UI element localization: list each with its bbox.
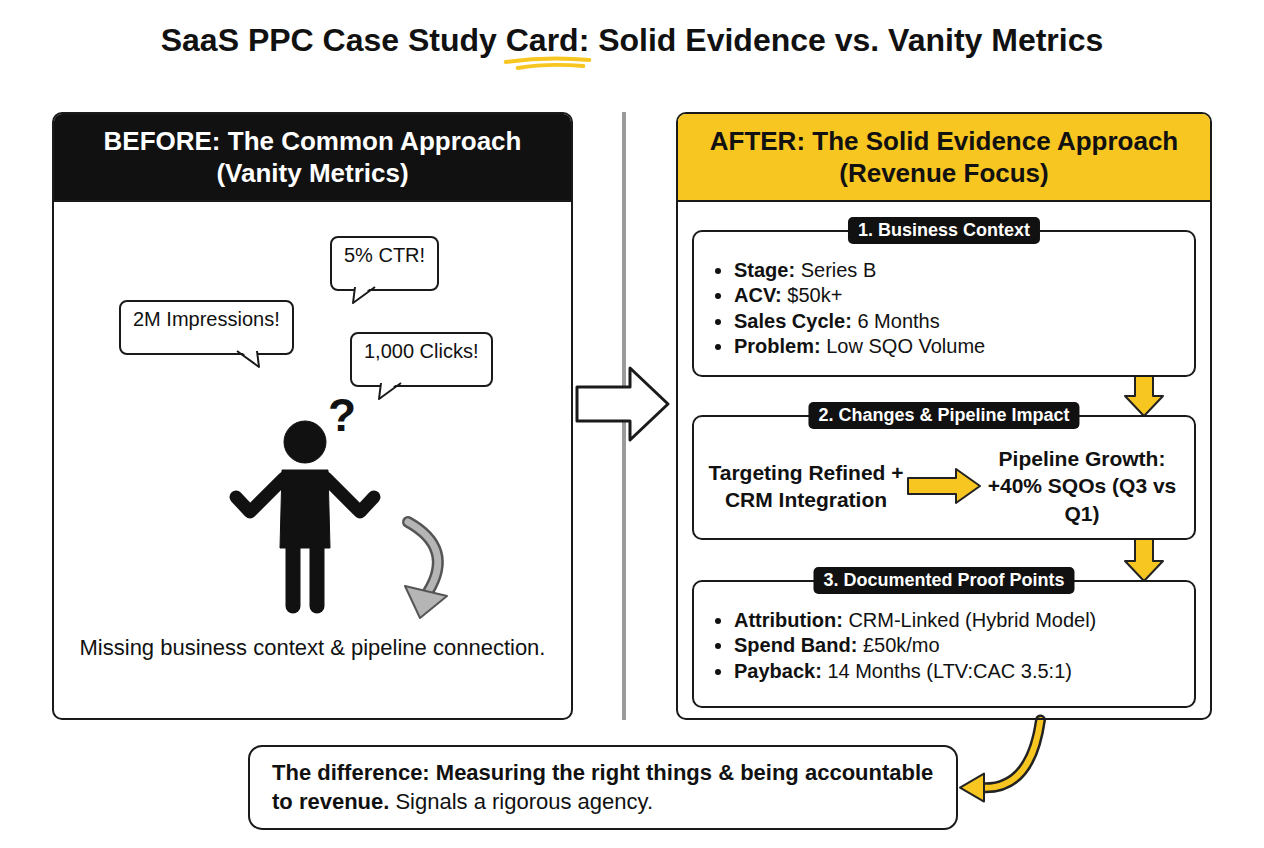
- item-key: Sales Cycle:: [734, 310, 852, 332]
- arrow-head: [960, 774, 984, 802]
- tail-outline: [353, 287, 375, 303]
- tail-fill: [379, 380, 401, 399]
- bullet-list: Attribution: CRM-Linked (Hybrid Model)Sp…: [694, 582, 1194, 694]
- arrow-shape: [908, 469, 980, 503]
- summary-box: The difference: Measuring the right thin…: [248, 745, 958, 830]
- bullet-item: Attribution: CRM-Linked (Hybrid Model): [734, 608, 1178, 633]
- tail-fill: [237, 348, 259, 367]
- section-box: 2. Changes & Pipeline ImpactTargeting Re…: [692, 415, 1196, 540]
- hollow-arrow: [577, 368, 668, 440]
- flow-text: Targeting Refined + CRM Integration: [706, 459, 906, 514]
- title-underline: [506, 58, 590, 68]
- bullet-item: Stage: Series B: [734, 258, 1178, 283]
- panel-note: Missing business context & pipeline conn…: [74, 634, 551, 663]
- bullet-list: Stage: Series BACV: $50k+Sales Cycle: 6 …: [694, 232, 1194, 370]
- tail-fill: [353, 284, 375, 303]
- bubble-tail: [237, 351, 261, 369]
- item-key: Spend Band:: [734, 634, 857, 656]
- speech-bubble: 5% CTR!: [330, 236, 439, 291]
- bubble-tail: [351, 287, 375, 305]
- bubble-text: 1,000 Clicks!: [364, 340, 479, 362]
- bullet-item: Sales Cycle: 6 Months: [734, 309, 1178, 334]
- item-key: Stage:: [734, 259, 795, 281]
- diagram-title: SaaS PPC Case Study Card: Solid Evidence…: [0, 22, 1264, 59]
- speech-bubble: 1,000 Clicks!: [350, 332, 493, 387]
- down-arrow-grey: [405, 522, 447, 618]
- bullet-item: ACV: $50k+: [734, 283, 1178, 308]
- tail-outline: [379, 383, 401, 399]
- fat-arrow: [1125, 376, 1163, 416]
- curve-fill: [980, 720, 1040, 788]
- connector: [1125, 539, 1163, 581]
- section-tab: 3. Documented Proof Points: [813, 567, 1074, 594]
- panel-header: AFTER: The Solid Evidence Approach (Reve…: [678, 114, 1210, 202]
- connector: [1125, 376, 1163, 416]
- item-key: Payback:: [734, 660, 822, 682]
- panel-card: AFTER: The Solid Evidence Approach (Reve…: [676, 112, 1212, 720]
- connector: [960, 720, 1040, 802]
- flow-row: Targeting Refined + CRM Integration Pipel…: [694, 417, 1194, 537]
- item-key: Problem:: [734, 335, 821, 357]
- section-tab: 2. Changes & Pipeline Impact: [808, 402, 1079, 429]
- panel-card: BEFORE: The Common Approach (Vanity Metr…: [52, 112, 573, 720]
- panel-header: BEFORE: The Common Approach (Vanity Metr…: [54, 114, 571, 202]
- flow-text: Pipeline Growth: +40% SQOs (Q3 vs Q1): [982, 445, 1182, 527]
- speech-bubble: 2M Impressions!: [119, 300, 294, 355]
- summary-text: Signals a rigorous agency.: [395, 789, 653, 814]
- tail-outline: [237, 351, 259, 367]
- section-box: 3. Documented Proof PointsAttribution: C…: [692, 580, 1196, 708]
- fat-arrow: [1125, 539, 1163, 581]
- bubble-text: 2M Impressions!: [133, 308, 280, 330]
- bullet-item: Payback: 14 Months (LTV:CAC 3.5:1): [734, 659, 1178, 684]
- bubble-text: 5% CTR!: [344, 244, 425, 266]
- confused-person: [236, 421, 374, 606]
- section-tab: 1. Business Context: [848, 217, 1040, 244]
- flow-arrow: [906, 466, 982, 506]
- item-key: ACV:: [734, 284, 782, 306]
- curve-outline: [980, 720, 1040, 788]
- bubble-tail: [377, 383, 401, 401]
- section-box: 1. Business ContextStage: Series BACV: $…: [692, 230, 1196, 377]
- bullet-item: Spend Band: £50k/mo: [734, 633, 1178, 658]
- connector: [577, 368, 668, 440]
- item-key: Attribution:: [734, 609, 843, 631]
- question-mark: ?: [328, 388, 356, 442]
- bullet-item: Problem: Low SQO Volume: [734, 334, 1178, 359]
